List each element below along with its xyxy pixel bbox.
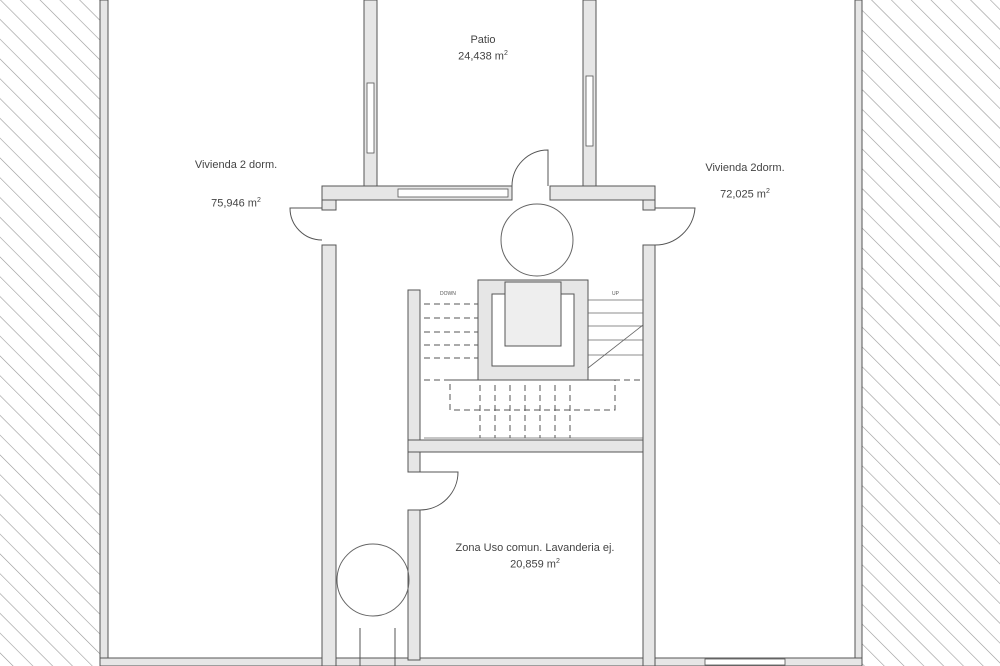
room-name: Vivienda 2 dorm. bbox=[194, 159, 278, 171]
stair-up-label: UP bbox=[612, 291, 619, 297]
elevator-car bbox=[504, 281, 562, 347]
room-area: 72,025 m2 bbox=[720, 188, 770, 201]
room-label-vivienda-left: Vivienda 2 dorm. 75,946 m2 bbox=[195, 158, 277, 211]
turning-circle bbox=[336, 543, 410, 617]
turning-circle bbox=[500, 203, 574, 277]
room-name: Vivienda 2dorm. bbox=[705, 162, 785, 174]
stair-up-run bbox=[424, 299, 644, 439]
room-name: Zona Uso comun. Lavanderia ej. bbox=[455, 542, 615, 554]
room-label-patio: Patio 24,438 m2 bbox=[458, 33, 508, 64]
room-area: 20,859 m2 bbox=[510, 558, 560, 571]
hatched-boundary-left bbox=[0, 0, 100, 666]
hatched-boundary-right bbox=[862, 0, 1000, 666]
windows bbox=[366, 75, 786, 666]
stair-down-label: DOWN bbox=[440, 291, 456, 297]
stair-treads bbox=[424, 303, 643, 438]
room-label-lavanderia: Zona Uso comun. Lavanderia ej. 20,859 m2 bbox=[456, 541, 615, 572]
doors bbox=[289, 149, 696, 666]
room-name: Patio bbox=[470, 34, 496, 46]
room-area: 24,438 m2 bbox=[458, 50, 508, 63]
room-label-vivienda-right: Vivienda 2dorm. 72,025 m2 bbox=[705, 161, 784, 202]
room-area: 75,946 m2 bbox=[211, 197, 261, 210]
